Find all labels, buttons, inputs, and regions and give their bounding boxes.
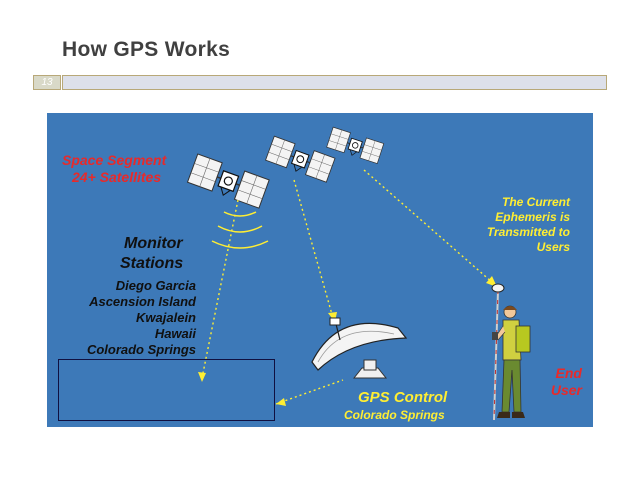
end-user-line1: End: [555, 365, 582, 381]
ephemeris-line: Users: [536, 240, 570, 254]
space-segment-label: Space Segment 24+ Satellites: [62, 152, 166, 186]
ephemeris-line: Transmitted to: [486, 225, 570, 239]
radio-wave-icon: [211, 211, 269, 249]
ephemeris-label: The Current Ephemeris is Transmitted to …: [450, 195, 570, 255]
list-item: Kwajalein: [136, 310, 196, 325]
monitor-stations-line2: Stations: [120, 255, 184, 272]
ephemeris-line: The Current: [501, 195, 570, 209]
list-item: Ascension Island: [89, 294, 196, 309]
monitor-stations-box: [58, 359, 275, 421]
slide-number: 13: [33, 75, 61, 90]
monitor-stations-line1: Monitor: [124, 235, 183, 252]
satellite-icon: [186, 153, 270, 209]
satellite-icon: [326, 126, 385, 164]
monitor-stations-list: Diego Garcia Ascension Island Kwajalein …: [60, 278, 196, 358]
monitor-stations-heading: Monitor Stations: [120, 234, 183, 274]
satellite-icon: [265, 135, 336, 183]
gps-control-title: GPS Control: [358, 389, 448, 406]
satellite-dish-icon: [311, 317, 408, 379]
list-item: Colorado Springs: [86, 342, 196, 357]
surveyor-person-icon: [491, 283, 531, 421]
list-item: Hawaii: [154, 326, 196, 341]
space-segment-line1: Space Segment: [62, 152, 167, 168]
ephemeris-line: Ephemeris is: [495, 210, 570, 224]
header-bar: [62, 75, 607, 90]
gps-control-location: Colorado Springs: [344, 408, 445, 422]
list-item: Diego Garcia: [115, 278, 196, 293]
signal-lines: [201, 169, 494, 405]
arrow-heads: [198, 276, 497, 406]
slide-title: How GPS Works: [62, 38, 231, 61]
space-segment-line2: 24+ Satellites: [72, 169, 162, 185]
end-user-line2: User: [550, 382, 582, 398]
end-user-label: End User: [530, 365, 582, 399]
